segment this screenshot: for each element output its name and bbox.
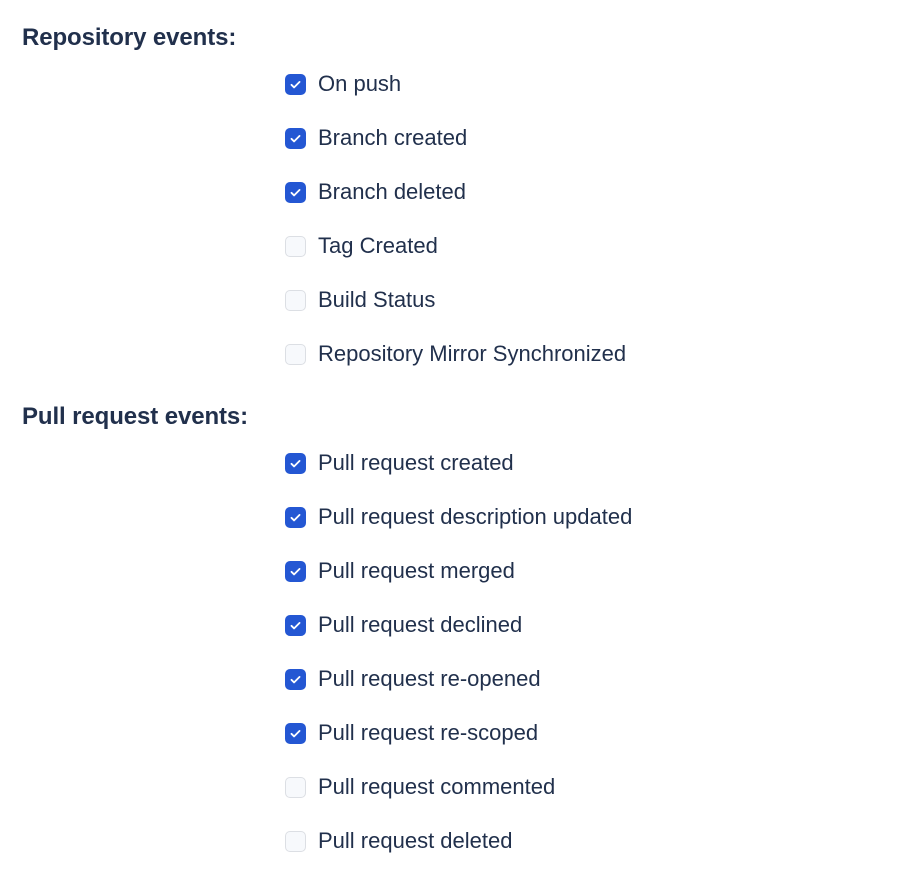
event-row[interactable]: Tag Created [0,219,914,273]
event-row[interactable]: Pull request re-opened [0,652,914,706]
checkbox-checked-icon[interactable] [285,452,306,474]
event-label: Tag Created [318,233,438,258]
event-label: Pull request merged [318,558,515,583]
event-label: Pull request re-opened [318,666,541,691]
checkbox-unchecked-icon[interactable] [285,289,306,311]
event-label: Branch created [318,125,468,150]
event-row[interactable]: Pull request re-scoped [0,706,914,760]
checkbox-unchecked-icon[interactable] [285,776,306,798]
event-row[interactable]: On push [0,57,914,111]
event-label: Repository Mirror Synchronized [318,341,627,366]
event-row[interactable]: Pull request created [0,436,914,490]
checkbox-checked-icon[interactable] [285,506,306,528]
checkbox-checked-icon[interactable] [285,614,306,636]
event-row[interactable]: Pull request commented [0,760,914,814]
checkbox-checked-icon[interactable] [285,560,306,582]
event-label: Branch deleted [318,179,466,204]
event-row[interactable]: Build Status [0,273,914,327]
checkbox-unchecked-icon[interactable] [285,343,306,365]
event-label: Pull request deleted [318,828,513,853]
event-row[interactable]: Pull request deleted [0,814,914,868]
event-row[interactable]: Pull request merged [0,544,914,598]
event-label: Build Status [318,287,436,312]
event-label: Pull request commented [318,774,556,799]
checkbox-checked-icon[interactable] [285,722,306,744]
event-label: Pull request created [318,450,514,475]
event-label: Pull request declined [318,612,523,637]
event-row[interactable]: Branch created [0,111,914,165]
event-row[interactable]: Pull request declined [0,598,914,652]
checkbox-checked-icon[interactable] [285,73,306,95]
event-row[interactable]: Repository Mirror Synchronized [0,327,914,381]
event-label: Pull request description updated [318,504,633,529]
pull-request-events-heading: Pull request events: [22,403,249,430]
event-row[interactable]: Branch deleted [0,165,914,219]
event-label: Pull request re-scoped [318,720,539,745]
checkbox-checked-icon[interactable] [285,127,306,149]
checkbox-unchecked-icon[interactable] [285,830,306,852]
checkbox-checked-icon[interactable] [285,668,306,690]
event-label: On push [318,71,402,96]
repository-events-heading: Repository events: [22,24,237,51]
checkbox-checked-icon[interactable] [285,181,306,203]
checkbox-unchecked-icon[interactable] [285,235,306,257]
event-row[interactable]: Pull request description updated [0,490,914,544]
